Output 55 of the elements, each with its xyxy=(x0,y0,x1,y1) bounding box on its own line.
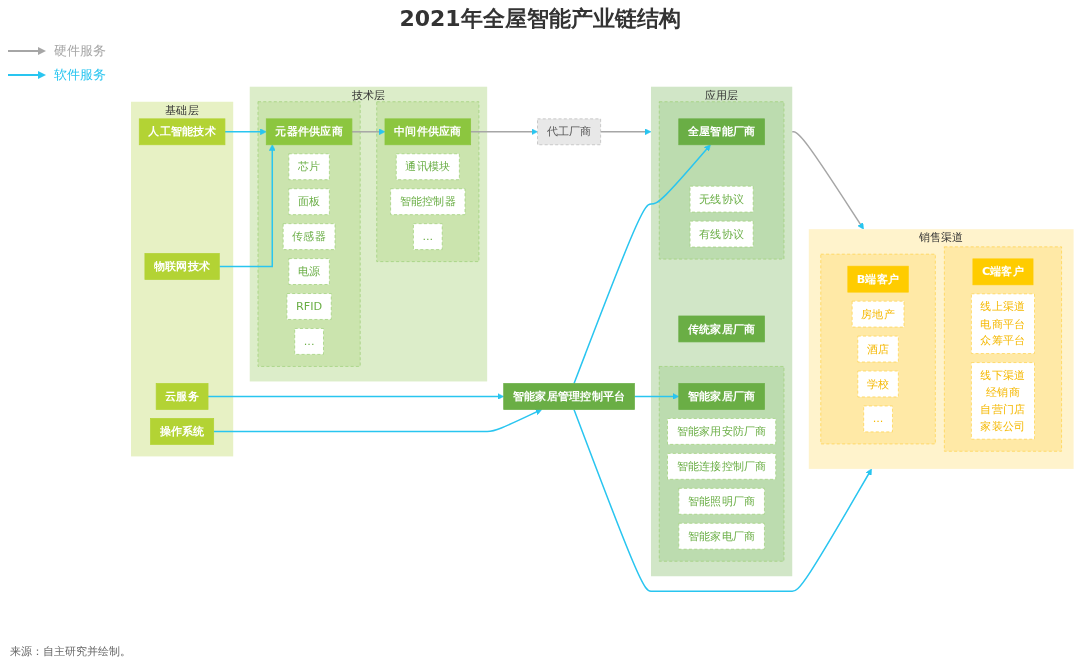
node-box: 操作系统 xyxy=(150,418,215,445)
node-box: ... xyxy=(863,405,894,433)
node-box: 通讯模块 xyxy=(396,153,461,181)
diagram-title: 2021年全屋智能产业链结构 xyxy=(398,5,682,33)
node-box: 有线协议 xyxy=(690,220,754,248)
node-box: 智能家电厂商 xyxy=(678,522,766,550)
node-box: 智能控制器 xyxy=(390,188,466,215)
node-box: 智能照明厂商 xyxy=(678,487,766,515)
node-box: 物联网技术 xyxy=(144,253,221,280)
cluster xyxy=(820,253,937,445)
legend-label: 软件服务 xyxy=(54,66,106,84)
node-box: C端客户 xyxy=(972,258,1034,286)
arrow xyxy=(224,128,267,136)
cluster xyxy=(659,101,785,260)
arrow xyxy=(634,393,680,400)
node-box: 智能连接控制厂商 xyxy=(667,453,777,480)
node-box: ... xyxy=(413,223,443,250)
arrow xyxy=(573,144,712,385)
arrow xyxy=(791,131,865,230)
cluster xyxy=(659,366,785,562)
node-box: 元器件供应商 xyxy=(266,118,353,146)
node-box: 线下渠道 经销商 自营门店 家装公司 xyxy=(971,362,1036,440)
arrow xyxy=(218,144,276,268)
node-box: 无线协议 xyxy=(690,185,754,213)
node-box: 云服务 xyxy=(156,383,209,410)
arrow xyxy=(573,408,873,593)
node-box: 芯片 xyxy=(288,153,331,181)
node-box: 传统家居厂商 xyxy=(678,315,766,343)
arrow xyxy=(213,409,543,433)
node-box: 线上渠道 电商平台 众筹平台 xyxy=(971,293,1036,354)
node-box: 传感器 xyxy=(283,223,336,250)
node-box: 智能家居管理控制平台 xyxy=(503,383,636,410)
node-box: 智能家用安防厂商 xyxy=(667,418,777,445)
node-box: 学校 xyxy=(857,370,900,398)
node-box: B端客户 xyxy=(847,265,910,293)
node-box: 人工智能技术 xyxy=(139,118,226,146)
node-box: 全屋智能厂商 xyxy=(678,118,766,146)
node-box: 房地产 xyxy=(852,300,905,328)
node-box: 面板 xyxy=(288,188,331,215)
node-box: 中间件供应商 xyxy=(385,118,472,146)
cluster xyxy=(258,101,361,367)
node-box: ... xyxy=(294,328,325,355)
cluster xyxy=(376,101,480,262)
node-box: 代工厂商 xyxy=(537,118,602,146)
arrow xyxy=(470,128,539,136)
node-box: RFID xyxy=(286,293,333,320)
arrow xyxy=(600,128,652,136)
arrow xyxy=(207,393,505,400)
node-box: 酒店 xyxy=(857,335,900,363)
arrow xyxy=(351,128,386,136)
cluster xyxy=(944,246,1063,452)
node-box: 智能家居厂商 xyxy=(678,383,766,410)
legend-label: 硬件服务 xyxy=(54,42,106,60)
source-caption: 来源：自主研究并绘制。 xyxy=(9,644,132,659)
node-box: 电源 xyxy=(288,258,331,285)
